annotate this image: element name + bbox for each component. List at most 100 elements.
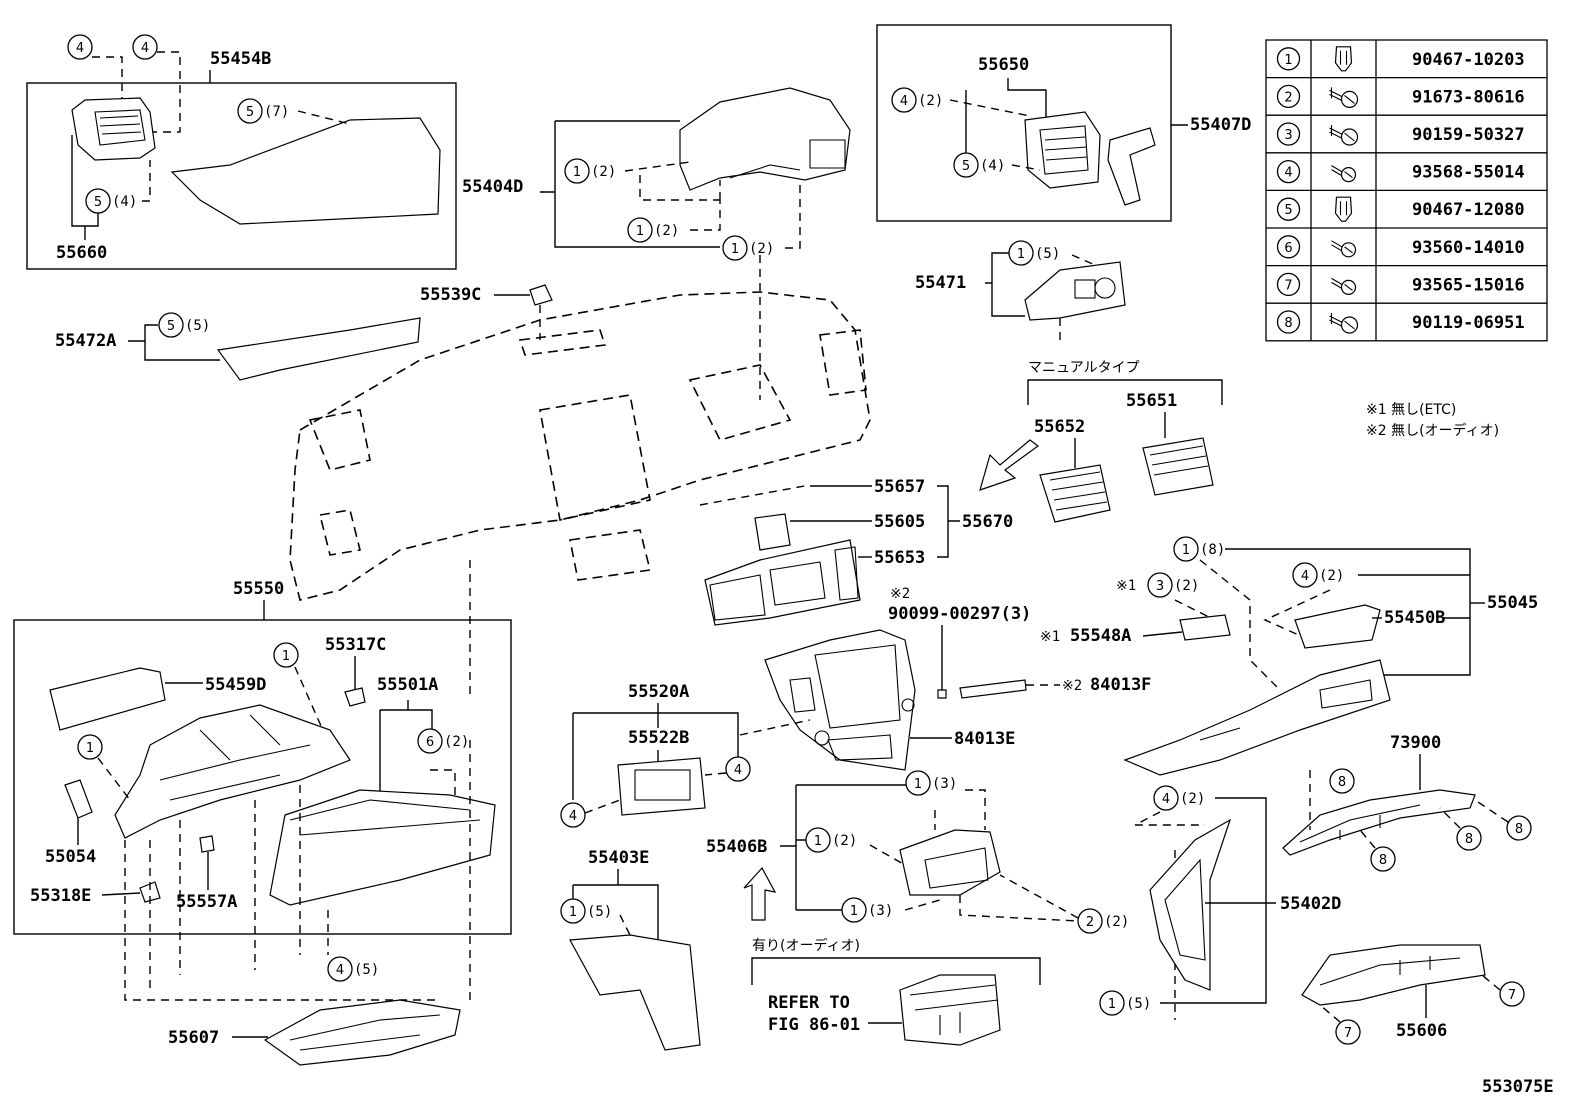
group-manual-type: マニュアルタイプ 55652 55651 [979,360,1223,523]
etc-bracket-part [1179,614,1231,641]
legend-part-number: 93560-14010 [1412,238,1525,258]
trim-panel-part [170,117,441,225]
part-label-55548a: 55548A [1070,626,1131,646]
group-box-55454b: 4 4 55454B 5 (7) 5 (4) 55660 [26,34,457,270]
svg-text:2: 2 [1086,915,1094,930]
svg-text:1: 1 [1108,997,1116,1012]
callout-1: 1 [273,642,299,668]
part-label-55402d: 55402D [1280,894,1341,914]
center-vent-part [1024,111,1101,189]
svg-text:4: 4 [141,41,149,56]
svg-text:8: 8 [1515,822,1523,837]
callout-4: 4 [327,956,353,982]
callout-4: 4 [132,34,158,60]
svg-text:1: 1 [636,224,644,239]
bolt-icon [1329,313,1359,334]
qty-label: (2) [654,223,679,239]
lower-cover-part-55607 [263,999,461,1066]
callout-4: 4 [891,87,917,113]
part-label-55471: 55471 [915,273,966,293]
qty-label: (4) [980,158,1005,174]
legend-part-number: 90467-10203 [1412,50,1525,70]
display-unit-part [617,757,706,816]
svg-text:8: 8 [1338,775,1346,790]
part-label-55550: 55550 [233,579,284,599]
vent-part-55652 [1039,464,1111,523]
part-label-55539c: 55539C [420,285,481,305]
callout-1: 1 [905,770,931,796]
legend-number: 6 [1276,235,1301,259]
callout-8: 8 [1506,815,1532,841]
callout-7: 7 [1499,981,1525,1007]
manual-type-label: マニュアルタイプ [1028,360,1140,376]
qty-label: (2) [1104,914,1129,930]
note-mark-2: ※2 [890,586,910,602]
part-label-84013f: 84013F [1090,675,1151,695]
group-55045: 1 (8) 55045 4 (2) 55450B ※1 3 (2) ※1 555… [1040,536,1538,776]
svg-text:6: 6 [1284,241,1292,256]
qty-label: (5) [587,904,612,920]
group-84013: ※2 90099-00297(3) ※2 84013F 84013E [764,586,1151,771]
screw-icon [1331,277,1357,295]
legend-part-number: 93565-15016 [1412,275,1525,295]
svg-text:3: 3 [1156,579,1164,594]
side-panel-part-55402d [1149,818,1232,991]
callout-4: 4 [67,34,93,60]
part-label-55406b: 55406B [706,837,767,857]
callout-1: 1 [1008,240,1034,266]
callout-5: 5 [237,98,263,124]
callout-1: 1 [564,158,590,184]
refer-line2: FIG 86-01 [768,1015,860,1035]
center-vent-assy-part [704,539,861,626]
console-bezel-part [899,829,1001,896]
lower-panel-part [1123,659,1391,776]
callout-6: 6 [417,728,443,754]
part-label-55657: 55657 [874,477,925,497]
callout-4: 4 [1292,562,1318,588]
switch-bezel-part [1294,604,1381,649]
qty-label: (2) [749,241,774,257]
part-label-55660: 55660 [56,243,107,263]
svg-text:2: 2 [1284,90,1292,105]
legend-number: 8 [1276,310,1301,334]
qty-label: (8) [1200,542,1225,558]
legend-number: 5 [1276,197,1301,221]
qty-label: (5) [354,962,379,978]
qty-label: (7) [264,104,289,120]
svg-text:4: 4 [1301,569,1309,584]
svg-text:1: 1 [282,649,290,664]
qty-label: (2) [591,164,616,180]
qty-label: (3) [932,776,957,792]
part-label-55650: 55650 [978,55,1029,75]
refer-line1: REFER TO [768,993,850,1013]
legend-row: 6 93560-14010 [1276,235,1525,259]
part-label-55054: 55054 [45,847,96,867]
legend-part-number: 90467-12080 [1412,200,1525,220]
part-label-55557a: 55557A [176,892,237,912]
reinforcement-part [1282,789,1476,856]
svg-text:5: 5 [246,105,254,120]
callout-2: 2 [1077,908,1103,934]
callout-1: 1 [77,734,103,760]
callout-5: 5 [158,312,184,338]
callout-8: 8 [1329,768,1355,794]
qty-label: (2) [444,734,469,750]
part-label-55459d: 55459D [205,675,266,695]
svg-text:4: 4 [900,94,908,109]
legend-number: 7 [1276,272,1301,297]
qty-label: (3) [868,903,893,919]
callout-1: 1 [560,898,586,924]
group-55404d: 55404D 1 (2) 1 (2) 1 (2) [462,87,851,400]
qty-label: (5) [1126,996,1151,1012]
callout-3: 3 [1147,572,1173,598]
svg-text:8: 8 [1465,832,1473,847]
svg-text:1: 1 [850,904,858,919]
glovebox-frame-part [114,704,351,839]
meter-hood-part [679,87,851,191]
svg-text:7: 7 [1344,1026,1352,1041]
svg-text:7: 7 [1508,988,1516,1003]
svg-text:4: 4 [1284,166,1292,181]
